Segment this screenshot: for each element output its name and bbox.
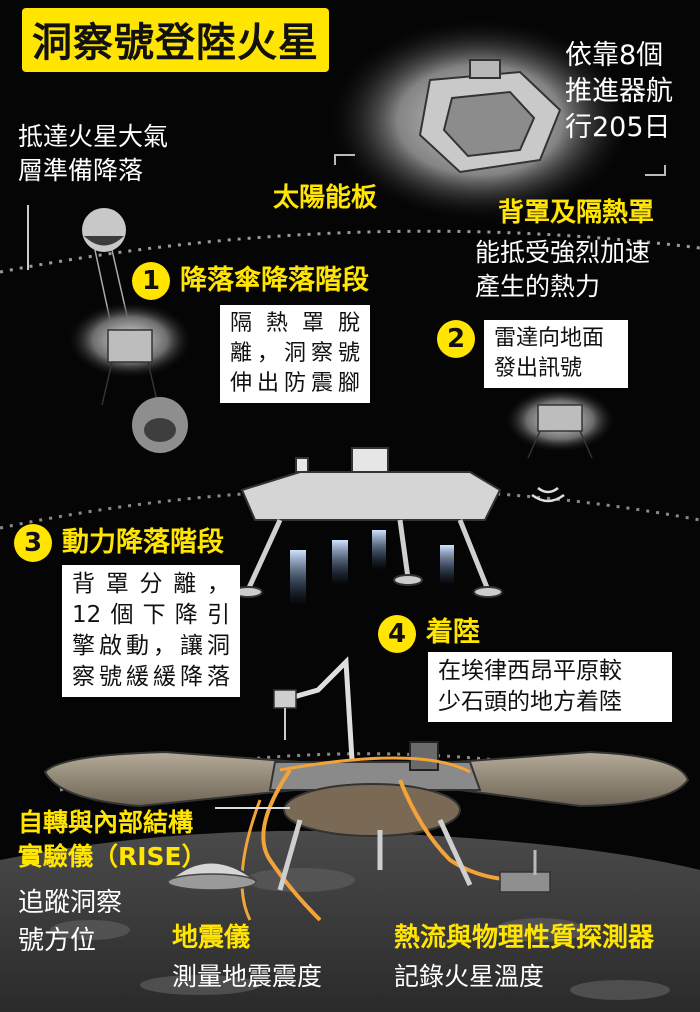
heat-probe-name: 熱流與物理性質探測器 xyxy=(394,923,655,953)
rise-name-line: 自轉與內部結構 xyxy=(18,808,194,837)
rise-desc-line: 追蹤洞察 xyxy=(18,888,123,918)
rise-name-line: 實驗儀（RISE） xyxy=(18,842,207,871)
stage-3-desc-line: 背罩分離， xyxy=(72,571,230,597)
intro-right-text: 依靠8個 推進器航 行205日 xyxy=(565,38,673,146)
rise-desc-line: 號方位 xyxy=(18,926,97,956)
backshell-desc-line: 產生的熱力 xyxy=(475,272,601,301)
stage-4-desc: 在埃律西昂平原較 少石頭的地方着陸 xyxy=(428,652,672,722)
cruise-spacecraft xyxy=(418,59,562,174)
stage-badge-1: 1 xyxy=(132,262,170,300)
backshell-desc: 能抵受強烈加速 產生的熱力 xyxy=(475,236,650,304)
stage-1-desc-line: 離，洞察號 xyxy=(230,341,360,366)
stage-3-title: 動力降落階段 xyxy=(62,527,224,558)
backshell-label: 背罩及隔熱罩 xyxy=(498,198,655,228)
stage-1-desc-line: 伸出防震腳 xyxy=(230,371,360,396)
stage-2-desc-line: 發出訊號 xyxy=(494,356,583,381)
stage-badge-4: 4 xyxy=(378,615,416,653)
rise-desc: 追蹤洞察 號方位 xyxy=(18,884,122,960)
seismometer-name: 地震儀 xyxy=(172,923,251,953)
intro-left-text: 抵達火星大氣 層準備降落 xyxy=(18,120,168,188)
intro-left-line: 抵達火星大氣 xyxy=(18,122,169,151)
solar-panel-label: 太陽能板 xyxy=(273,183,378,213)
stage-badge-3: 3 xyxy=(14,524,52,562)
stage-1-desc-line: 隔熱罩脫 xyxy=(230,311,360,336)
intro-right-line: 行205日 xyxy=(565,112,671,143)
stage-3-desc: 背罩分離， 12個下降引 擎啟動，讓洞 察號緩緩降落 xyxy=(62,565,240,697)
stage-badge-2: 2 xyxy=(437,320,475,358)
intro-left-line: 層準備降落 xyxy=(18,156,144,185)
stage-2-desc: 雷達向地面 發出訊號 xyxy=(484,320,628,388)
stage-1-desc: 隔熱罩脫 離，洞察號 伸出防震腳 xyxy=(220,305,370,403)
stage-4-desc-line: 在埃律西昂平原較 xyxy=(438,658,622,684)
stage-1-title: 降落傘降落階段 xyxy=(180,265,369,296)
intro-right-line: 依靠8個 xyxy=(565,40,664,71)
intro-right-line: 推進器航 xyxy=(565,76,673,107)
rise-name: 自轉與內部結構 實驗儀（RISE） xyxy=(18,806,207,874)
heat-probe-desc: 記錄火星溫度 xyxy=(394,962,545,991)
stage-4-title: 着陸 xyxy=(426,617,480,648)
stage-2-desc-line: 雷達向地面 xyxy=(494,326,605,351)
stage-3-desc-line: 12個下降引 xyxy=(72,602,230,628)
backshell-desc-line: 能抵受強烈加速 xyxy=(475,238,651,267)
descent-lander xyxy=(233,447,503,598)
stage-3-desc-line: 察號緩緩降落 xyxy=(72,664,230,690)
page-title: 洞察號登陸火星 xyxy=(22,8,329,72)
seismometer-desc: 測量地震震度 xyxy=(172,962,323,991)
stage-3-desc-line: 擎啟動，讓洞 xyxy=(72,633,230,659)
stage-4-desc-line: 少石頭的地方着陸 xyxy=(438,689,622,715)
